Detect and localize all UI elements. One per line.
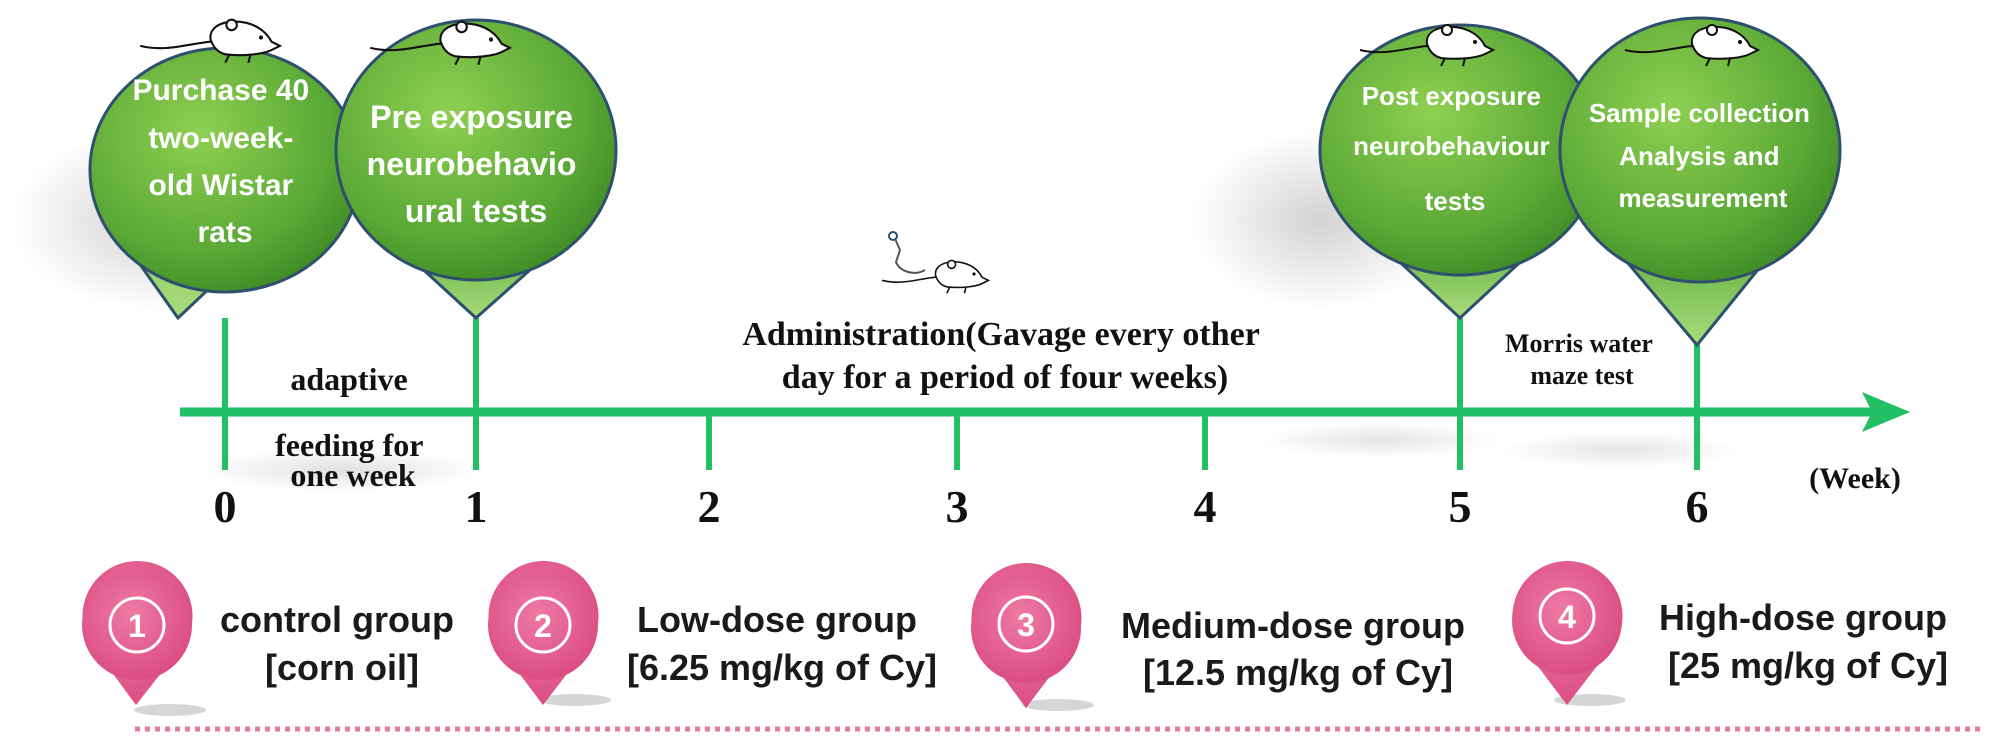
milestone-purchase: Purchase 40 two-week- old Wistar rats — [88, 18, 362, 321]
milestone-purchase-line-3: old Wistar — [148, 169, 293, 202]
phase-morris: Morris water maze test — [1505, 329, 1659, 390]
milestone-pre-line-3: ural tests — [405, 193, 547, 229]
svg-text:Sample collection Analys: Sample collection Analysis and measureme… — [1589, 98, 1817, 213]
week-label-1: 1 — [465, 481, 488, 532]
milestone-sample-line-2: Analysis and — [1619, 141, 1779, 171]
milestone-post-line-1: Post exposure — [1362, 81, 1541, 111]
phase-administration: Administration(Gavage every other day fo… — [742, 316, 1267, 396]
svg-text:4: 4 — [1558, 599, 1576, 635]
milestone-post-exposure: Post exposure neurobehaviour tests — [1318, 23, 1602, 321]
week-unit-label: (Week) — [1809, 462, 1901, 495]
group-3-dose: [12.5 mg/kg of Cy] — [1143, 652, 1453, 693]
svg-text:Medium-dose group [12.5: Medium-dose group [12.5 mg/kg of Cy] — [1121, 605, 1475, 693]
group-3-name: Medium-dose group — [1121, 605, 1465, 646]
group-2-dose: [6.25 mg/kg of Cy] — [627, 647, 937, 688]
week-label-5: 5 — [1449, 481, 1472, 532]
group-1-name: control group — [220, 599, 454, 640]
group-4-dose: [25 mg/kg of Cy] — [1668, 645, 1948, 686]
week-label-0: 0 — [214, 481, 237, 532]
milestone-pre-line-1: Pre exposure — [370, 99, 573, 135]
svg-text:2: 2 — [534, 608, 552, 644]
group-2: 2 Low-dose group [6.25 mg/kg of Cy] — [488, 561, 937, 706]
svg-text:1: 1 — [128, 608, 146, 644]
week-label-3: 3 — [946, 481, 969, 532]
week-labels: 0 1 2 3 4 5 6 — [214, 481, 1709, 532]
week-label-4: 4 — [1194, 481, 1217, 532]
svg-text:Post exposure neurobehav: Post exposure neurobehaviour tests — [1353, 81, 1557, 216]
milestone-sample-line-1: Sample collection — [1589, 98, 1810, 128]
milestone-purchase-line-4: rats — [197, 216, 252, 249]
milestone-post-line-2: neurobehaviour — [1353, 131, 1549, 161]
timeline-axis — [180, 392, 1910, 432]
milestone-purchase-line-2: two-week- — [148, 122, 293, 155]
gavage-rat-icon — [881, 231, 990, 295]
svg-text:High-dose group [25 mg/k: High-dose group [25 mg/kg of Cy] — [1659, 597, 1957, 686]
group-4: 4 High-dose group [25 mg/kg of Cy] — [1512, 561, 1957, 706]
milestone-sample-line-3: measurement — [1618, 183, 1787, 213]
group-1-dose: [corn oil] — [265, 647, 419, 688]
svg-text:control group [corn oil]: control group [corn oil] — [220, 599, 464, 688]
milestone-post-line-3: tests — [1425, 186, 1486, 216]
milestone-sample-collection: Sample collection Analysis and measureme… — [1558, 16, 1842, 348]
group-4-name: High-dose group — [1659, 597, 1947, 638]
week-label-6: 6 — [1686, 481, 1709, 532]
svg-text:Pre exposure neurobehavi: Pre exposure neurobehavio ural tests — [367, 99, 586, 229]
group-2-name: Low-dose group — [637, 599, 917, 640]
milestone-pre-line-2: neurobehavio — [367, 146, 577, 182]
group-1: 1 control group [corn oil] — [82, 561, 464, 716]
milestone-purchase-line-1: Purchase 40 — [132, 74, 309, 107]
svg-text:Purchase 40 two-week-: Purchase 40 two-week- old Wistar rats — [132, 74, 317, 249]
svg-text:Low-dose group [6.25 mg/: Low-dose group [6.25 mg/kg of Cy] — [627, 599, 937, 688]
week-label-2: 2 — [698, 481, 721, 532]
svg-text:3: 3 — [1017, 607, 1035, 643]
milestone-pre-exposure: Pre exposure neurobehavio ural tests — [334, 18, 618, 321]
phase-adaptive: adaptive feeding for one week — [275, 361, 431, 493]
group-3: 3 Medium-dose group [12.5 mg/kg of Cy] — [971, 563, 1475, 711]
